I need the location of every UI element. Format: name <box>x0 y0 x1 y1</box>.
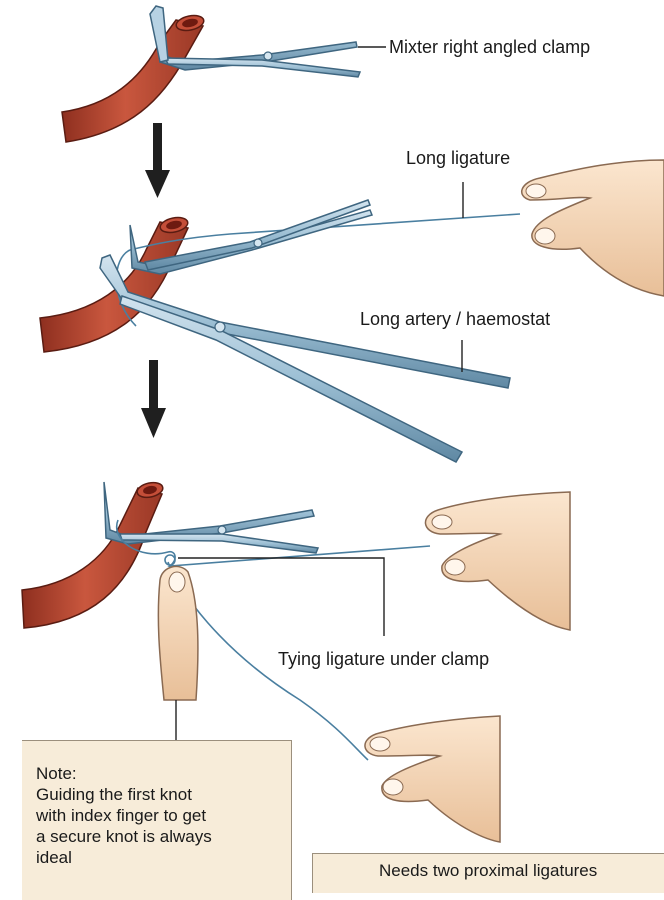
note-line-1: Note: <box>36 763 279 784</box>
note-line-2: Guiding the first knot <box>36 784 279 805</box>
footer-box: Needs two proximal ligatures <box>312 853 664 893</box>
mixter-clamp-label: Mixter right angled clamp <box>389 37 590 57</box>
step-1-panel: Mixter right angled clamp <box>62 6 590 142</box>
hand-3-bottom <box>365 716 500 842</box>
blood-vessel-3 <box>22 488 162 628</box>
blood-vessel-1 <box>62 20 203 142</box>
note-line-5: ideal <box>36 847 279 868</box>
hand-3-right <box>425 492 570 630</box>
index-finger-3 <box>158 566 198 700</box>
tying-ligature-label: Tying ligature under clamp <box>278 649 489 669</box>
footer-text: Needs two proximal ligatures <box>379 861 597 880</box>
haemostat-2 <box>100 255 510 462</box>
note-line-3: with index finger to get <box>36 805 279 826</box>
down-arrow-1 <box>145 123 170 198</box>
down-arrow-2 <box>141 360 166 438</box>
step-2-panel: Long ligature Long artery / haemostat <box>40 148 664 462</box>
note-line-4: a secure knot is always <box>36 826 279 847</box>
note-box: Note: Guiding the first knot with index … <box>22 740 292 900</box>
hand-2 <box>522 160 664 296</box>
long-ligature-label: Long ligature <box>406 148 510 168</box>
long-artery-label: Long artery / haemostat <box>360 309 550 329</box>
